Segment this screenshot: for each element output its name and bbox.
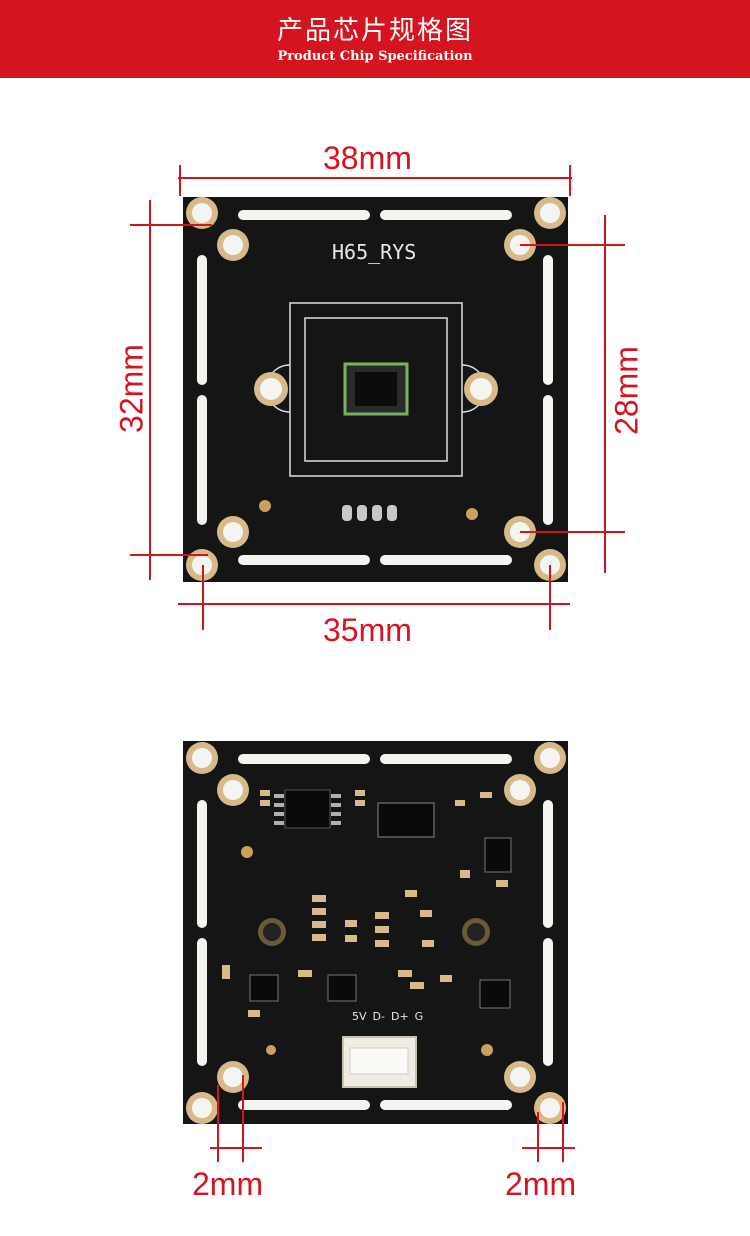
pin-5v: 5V: [352, 1010, 367, 1023]
back-dimension-lines: [210, 1075, 575, 1162]
label-width-top: 38mm: [323, 140, 412, 176]
front-pins: [342, 505, 397, 521]
pin-dplus: D+: [390, 1010, 409, 1023]
page-subtitle: Product Chip Specification: [277, 49, 473, 64]
front-dimension-lines: [130, 165, 625, 630]
label-width-bottom: 35mm: [323, 612, 412, 648]
back-slots: [197, 754, 553, 1110]
label-right-offset: 2mm: [505, 1166, 577, 1202]
pin-gnd: G: [414, 1010, 424, 1023]
silkscreen-label: H65_RYS: [332, 240, 417, 264]
front-slots: [197, 210, 553, 565]
chip-controller: [377, 802, 435, 838]
page-title: 产品芯片规格图: [276, 16, 473, 46]
back-pads: [186, 742, 566, 1124]
header-banner: 产品芯片规格图 Product Chip Specification: [0, 0, 750, 78]
chip-eeprom: [284, 789, 331, 829]
pin-dminus: D-: [372, 1010, 385, 1023]
pin-labels: 5V D- D+ G: [352, 1010, 423, 1023]
label-left-offset: 2mm: [192, 1166, 264, 1202]
back-components: [222, 790, 508, 1017]
